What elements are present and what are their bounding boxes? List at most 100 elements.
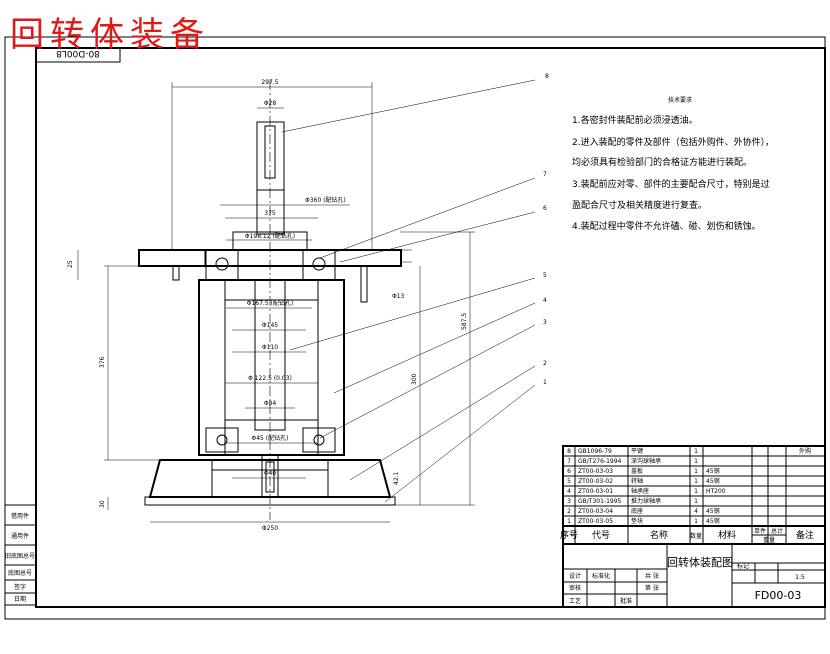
balloon-3: 3 bbox=[543, 319, 547, 326]
page-title: 回转体装备 bbox=[10, 15, 210, 55]
bom-head-material: 材料 bbox=[718, 529, 736, 541]
dim-flange-thk: 25 bbox=[67, 260, 74, 268]
bom-cell-qty: 4 bbox=[694, 508, 698, 515]
bom-cell-no: 7 bbox=[567, 458, 571, 465]
drawing-name: 回转体装配图 bbox=[667, 555, 733, 569]
strip-5: 签字 bbox=[14, 583, 26, 591]
tech-line-4: 3.装配前应对零、部件的主要配合尺寸，特别是过 bbox=[572, 178, 770, 190]
bom-cell-material: 45钢 bbox=[706, 477, 720, 485]
strip-1: 借用件 bbox=[11, 512, 29, 520]
dim-d3: Φ 122.5 (0.03) bbox=[248, 375, 292, 382]
tb-mark: 标记 bbox=[737, 562, 749, 570]
bom-head-total: 总计 bbox=[771, 527, 783, 535]
tech-line-1: 1.各密封件装配前必须浸透油。 bbox=[572, 114, 698, 126]
bom-cell-name: 轴承座 bbox=[631, 487, 649, 495]
bom-head-single: 单件 bbox=[754, 527, 766, 535]
outer-frame bbox=[4, 36, 826, 620]
drawing-scale: 1:5 bbox=[795, 574, 805, 581]
tech-line-6: 4.装配过程中零件不允许磕、碰、划伤和锈蚀。 bbox=[572, 220, 761, 232]
drawing-number: FD00-03 bbox=[755, 589, 802, 602]
tech-heading: 技术要求 bbox=[668, 96, 692, 104]
tb-check: 审核 bbox=[569, 584, 581, 592]
bom-cell-qty: 1 bbox=[694, 468, 698, 475]
bom-cell-qty: 1 bbox=[694, 448, 698, 455]
bom-cell-code: ZT00-03-05 bbox=[578, 518, 613, 525]
bom-cell-code: ZT00-03-01 bbox=[578, 488, 613, 495]
dim-d4: Φ84 bbox=[264, 400, 277, 407]
dim-flange-pcd: Φ360 (配钻孔) bbox=[305, 196, 346, 204]
tb-sheet: 第 张 bbox=[645, 584, 659, 592]
dim-bolt-hole: Φ13 bbox=[392, 293, 405, 300]
bom-head-note: 备注 bbox=[796, 529, 814, 541]
assembly-view bbox=[138, 80, 402, 520]
bom-head-code: 代号 bbox=[592, 530, 610, 541]
bom-cell-no: 5 bbox=[567, 478, 571, 485]
balloon-5: 5 bbox=[543, 272, 547, 279]
dim-shaft-dia: Φ28 bbox=[264, 100, 277, 107]
dim-top-width: 297.5 bbox=[261, 79, 278, 86]
bom-cell-name: 深沟球轴承 bbox=[631, 457, 661, 465]
bom-cell-material: 45钢 bbox=[706, 467, 720, 475]
dim-height-mid: 300 bbox=[411, 373, 418, 385]
tb-standard: 标准化 bbox=[592, 572, 610, 580]
balloon-4: 4 bbox=[543, 297, 547, 304]
tech-line-2: 2.进入装配的零件及部件（包括外购件、外协件）， bbox=[572, 136, 774, 148]
strip-3: 旧底图总号 bbox=[5, 552, 35, 560]
bom-cell-name: 推力球轴承 bbox=[631, 497, 661, 505]
tech-line-3: 均必须具有检验部门的合格证方能进行装配。 bbox=[572, 156, 752, 168]
bom-cell-qty: 1 bbox=[694, 458, 698, 465]
drawing-code-box bbox=[35, 47, 121, 63]
tb-design: 设计 bbox=[569, 572, 581, 580]
balloon-7: 7 bbox=[543, 171, 547, 178]
bom-cell-material: HT200 bbox=[706, 488, 726, 495]
bom-cell-qty: 1 bbox=[694, 498, 698, 505]
drawing-code: 80-D00L8 bbox=[56, 48, 100, 58]
dim-chamfer: 42.1 bbox=[393, 471, 400, 485]
bom-cell-name: 底座 bbox=[631, 507, 643, 515]
strip-6: 日期 bbox=[14, 595, 26, 603]
bom-cell-no: 1 bbox=[567, 518, 571, 525]
dim-base-thk: 30 bbox=[99, 500, 106, 508]
bom-cell-material: 45钢 bbox=[706, 507, 720, 515]
bom-cell-name: 转轴 bbox=[631, 477, 643, 485]
left-strip: 借用件 通用件 旧底图总号 底图总号 签字 日期 bbox=[4, 504, 37, 606]
bom-cell-no: 3 bbox=[567, 498, 571, 505]
inner-frame bbox=[35, 47, 826, 608]
balloon-1: 1 bbox=[543, 379, 547, 386]
bom-cell-name: 盖板 bbox=[631, 467, 643, 475]
bom-cell-code: GB/T276-1994 bbox=[578, 458, 622, 465]
tech-line-5: 盈配合尺寸及相关精度进行复查。 bbox=[572, 199, 707, 211]
bom-head-qty: 数量 bbox=[690, 532, 702, 540]
bom-cell-code: GB/T301-1995 bbox=[578, 498, 622, 505]
bom-cell-code: GB1096-79 bbox=[578, 448, 612, 455]
bom-cell-no: 8 bbox=[567, 448, 571, 455]
bom-cell-no: 6 bbox=[567, 468, 571, 475]
tb-sheets: 共 张 bbox=[645, 572, 659, 580]
bom-table bbox=[562, 445, 826, 545]
bom-cell-code: ZT00-03-03 bbox=[578, 468, 613, 475]
bom-cell-code: ZT00-03-04 bbox=[578, 508, 613, 515]
tb-craft: 工艺 bbox=[569, 597, 581, 605]
dim-bore-mid: Φ167.5 (配钻孔) bbox=[247, 299, 294, 307]
bom-cell-note: 外购 bbox=[799, 447, 811, 455]
bom-cell-name: 垫块 bbox=[631, 517, 643, 525]
bom-head-name: 名称 bbox=[650, 529, 668, 541]
bom-head-weight: 重量 bbox=[763, 536, 775, 544]
bom-cell-no: 2 bbox=[567, 508, 571, 515]
strip-2: 通用件 bbox=[11, 532, 29, 540]
leader-lines bbox=[281, 79, 536, 503]
dim-bore-top: Φ198.12 (配钻孔) bbox=[245, 232, 295, 240]
bom-cell-material: 45钢 bbox=[706, 517, 720, 525]
dim-d2: Φ110 bbox=[262, 344, 278, 351]
balloon-6: 6 bbox=[543, 205, 547, 212]
dim-d5: Φ45 (配钻孔) bbox=[252, 434, 289, 442]
bom-cell-no: 4 bbox=[567, 488, 571, 495]
bom-cell-name: 平键 bbox=[631, 447, 643, 455]
bom-cell-qty: 1 bbox=[694, 518, 698, 525]
dim-inner: 375 bbox=[264, 210, 276, 217]
balloon-8: 8 bbox=[545, 73, 549, 80]
dim-height-left: 376 bbox=[99, 356, 106, 368]
title-block bbox=[562, 543, 826, 608]
